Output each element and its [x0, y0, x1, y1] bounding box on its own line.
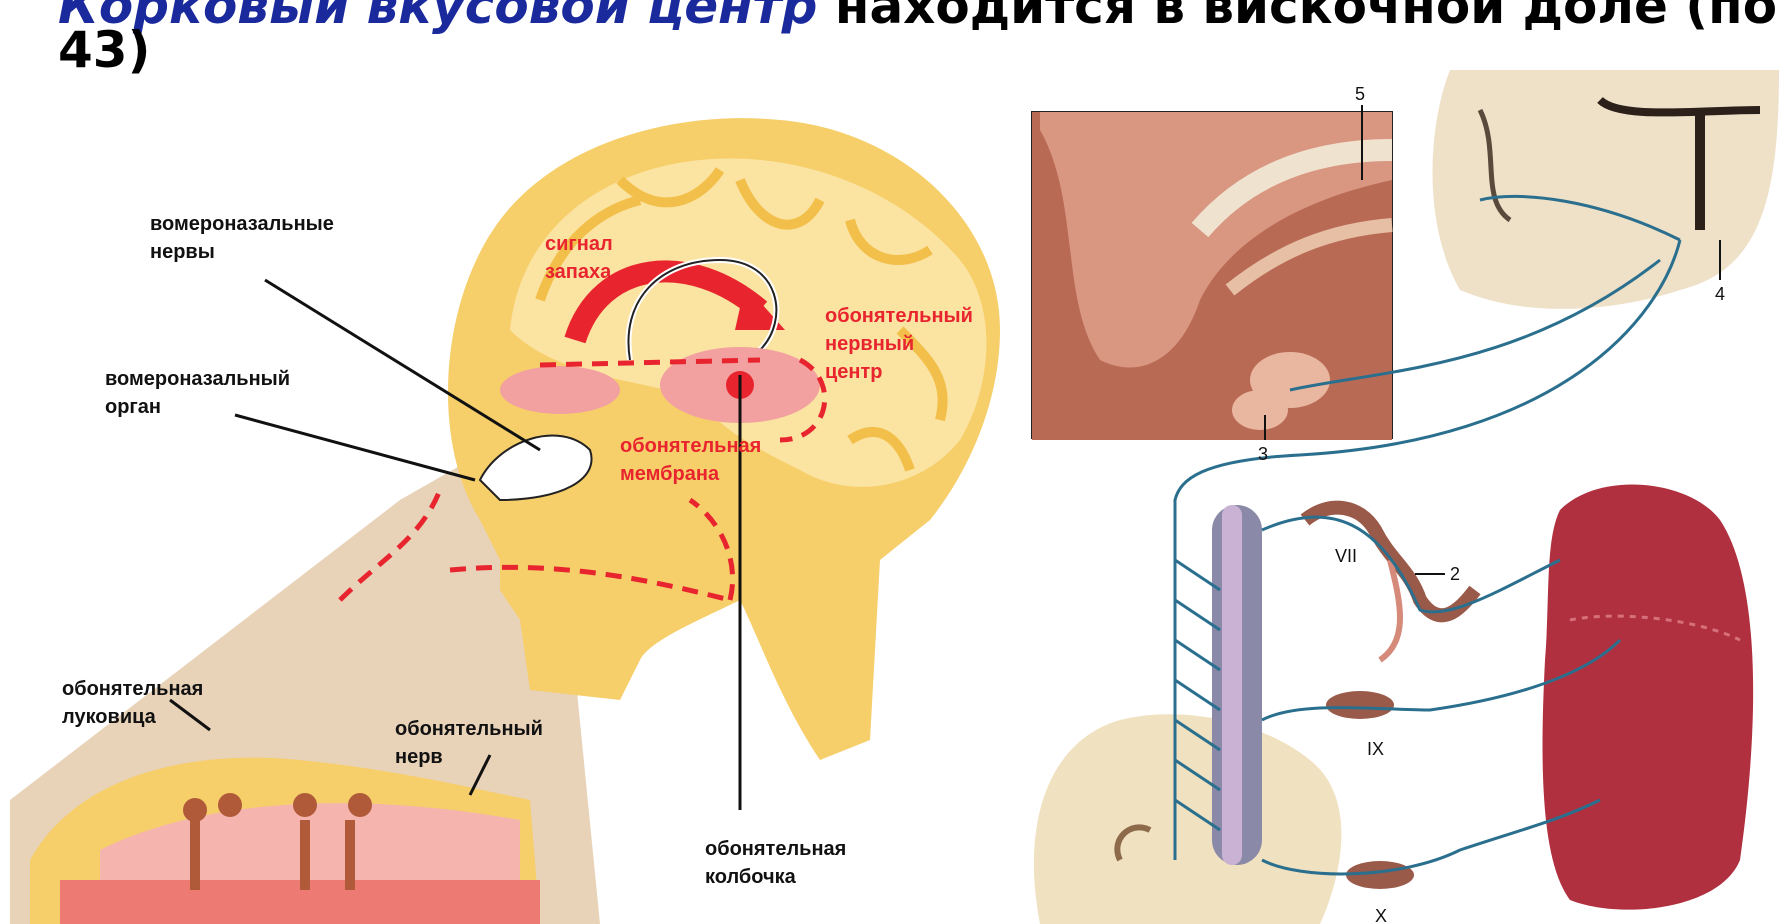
- num-5: 5: [1355, 84, 1365, 104]
- label-vomeronasal-organ-2: орган: [105, 396, 161, 418]
- label-smell-signal-2: запаха: [545, 261, 612, 283]
- label-olfactory-nerve: обонятельный: [395, 718, 543, 740]
- label-olfactory-bulb: обонятельная: [62, 678, 203, 700]
- label-olfactory-center: обонятельный: [825, 305, 973, 327]
- num-3: 3: [1258, 444, 1268, 464]
- taste-pathway-diagram: 5 4 3 2 VII IX X: [1032, 70, 1779, 924]
- label-olfactory-bulb-2: луковица: [62, 706, 157, 728]
- tongue: [1543, 485, 1754, 910]
- olfaction-diagram: вомероназальные нервы вомероназальный ор…: [10, 118, 1000, 924]
- label-olfactory-center-2: нервный: [825, 333, 914, 355]
- label-smell-signal: сигнал: [545, 233, 613, 255]
- num-4: 4: [1715, 284, 1725, 304]
- label-olfactory-membrane-2: мембрана: [620, 463, 720, 485]
- label-vomeronasal-nerves-2: нервы: [150, 241, 215, 263]
- label-olfactory-nerve-2: нерв: [395, 746, 443, 768]
- label-olfactory-membrane: обонятельная: [620, 435, 761, 457]
- label-olfactory-flask: обонятельная: [705, 838, 846, 860]
- label-vomeronasal-nerves: вомероназальные: [150, 213, 334, 235]
- num-2: 2: [1450, 564, 1460, 584]
- label-olfactory-flask-2: колбочка: [705, 866, 797, 888]
- roman-x: X: [1375, 906, 1387, 924]
- roman-vii: VII: [1335, 546, 1357, 566]
- roman-ix: IX: [1367, 739, 1384, 759]
- label-olfactory-center-3: центр: [825, 361, 883, 383]
- label-vomeronasal-organ: вомероназальный: [105, 368, 290, 390]
